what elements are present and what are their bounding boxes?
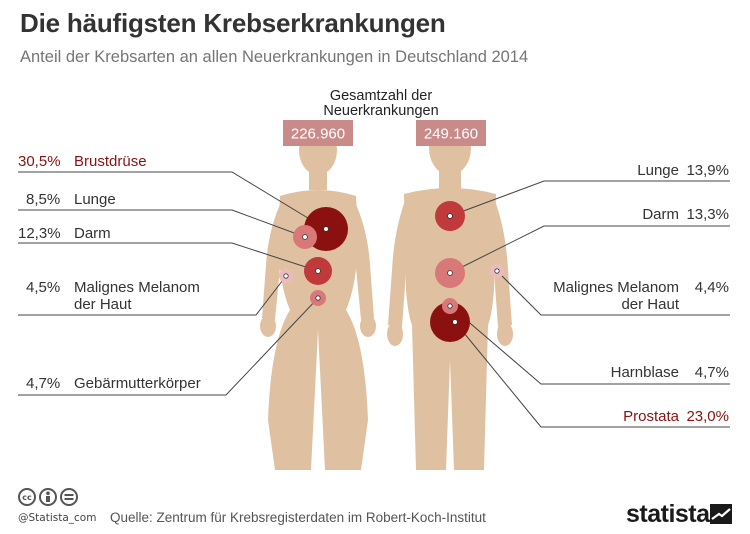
page-title: Die häufigsten Krebserkrankungen [20, 8, 446, 38]
women-melanom-name-line2: der Haut [74, 296, 132, 313]
men-melanom-name-line2: der Haut [621, 296, 679, 313]
statista-logo-icon [710, 504, 732, 524]
diagram: Gesamtzahl der Neuerkrankungen 226.960 2… [18, 88, 730, 470]
bubble-center-dots [283, 213, 500, 325]
totals-header-line2: Neuerkrankungen [323, 103, 438, 119]
women-total-value: 226.960 [291, 126, 345, 143]
men-darm-name: Darm [642, 206, 679, 223]
statista-handle[interactable]: @Statista_com [18, 512, 97, 524]
men-harnblase-name: Harnblase [611, 364, 679, 381]
women-darm-value: 12,3% [18, 225, 61, 242]
leader-women-melanom [18, 275, 287, 316]
leader-men-darm [449, 225, 730, 274]
leader-men-melanom [496, 270, 730, 316]
cc-icon[interactable]: cc [18, 488, 36, 506]
men-melanom-value: 4,4% [695, 279, 729, 296]
bubble-men-prostata [430, 302, 470, 342]
totals-header-line1: Gesamtzahl der [330, 88, 433, 104]
women-brust-value: 30,5% [18, 153, 61, 170]
leader-women-gebaermutter [18, 297, 319, 396]
men-total-box [416, 120, 486, 146]
leader-men-prostata [454, 321, 730, 428]
women-lunge-value: 8,5% [26, 191, 60, 208]
men-lunge-name: Lunge [637, 162, 679, 179]
source-note: Quelle: Zentrum für Krebsregisterdaten i… [110, 510, 486, 525]
leader-men-lunge [449, 180, 730, 217]
men-total-value: 249.160 [424, 126, 478, 143]
nd-icon[interactable] [60, 488, 78, 506]
women-lunge-name: Lunge [74, 191, 116, 208]
leader-women-lunge [18, 209, 306, 238]
women-brust-name: Brustdrüse [74, 153, 147, 170]
men-prostata-name: Prostata [623, 408, 680, 425]
leader-lines [18, 171, 730, 428]
page-subtitle: Anteil der Krebsarten an allen Neuerkran… [20, 48, 529, 66]
leader-women-darm [18, 242, 319, 272]
men-darm-value: 13,3% [686, 206, 729, 223]
women-melanom-value: 4,5% [26, 279, 60, 296]
women-melanom-name-line1: Malignes Melanom [74, 279, 200, 296]
leader-women-brust [18, 171, 327, 230]
license-icons: cc [18, 488, 78, 506]
by-icon[interactable] [39, 488, 57, 506]
women-gebaermutter-name: Gebärmutterkörper [74, 375, 201, 392]
women-gebaermutter-value: 4,7% [26, 375, 60, 392]
men-harnblase-value: 4,7% [695, 364, 729, 381]
women-darm-name: Darm [74, 225, 111, 242]
leader-men-harnblase [449, 305, 730, 385]
men-melanom-name-line1: Malignes Melanom [553, 279, 679, 296]
women-total-box [283, 120, 353, 146]
men-prostata-value: 23,0% [686, 408, 729, 425]
men-lunge-value: 13,9% [686, 162, 729, 179]
statista-logo[interactable]: statista [626, 500, 710, 528]
footer: cc @Statista_com Quelle: Zentrum für Kre… [0, 478, 750, 534]
male-silhouette [387, 121, 513, 470]
